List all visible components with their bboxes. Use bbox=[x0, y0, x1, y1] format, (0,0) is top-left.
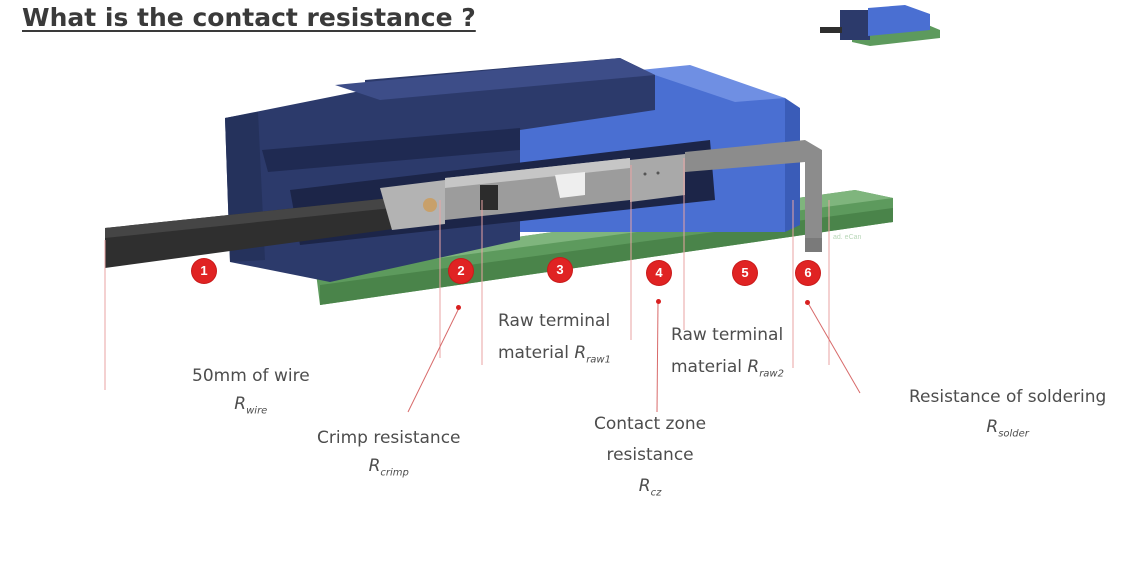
label-raw1: Raw terminal material Rraw1 bbox=[498, 311, 611, 366]
badge-5: 5 bbox=[733, 261, 757, 285]
badge-4: 4 bbox=[647, 261, 671, 285]
badge-1: 1 bbox=[192, 259, 216, 283]
leader-lines bbox=[104, 158, 861, 413]
watermark: ad. eCan bbox=[833, 234, 862, 241]
marker-dot-solder bbox=[805, 300, 810, 305]
marker-dot-cz bbox=[656, 299, 661, 304]
label-raw2: Raw terminal material Rraw2 bbox=[671, 325, 784, 380]
badge-2: 2 bbox=[449, 259, 473, 283]
label-crimp: Crimp resistance Rcrimp bbox=[317, 428, 461, 479]
page-title: What is the contact resistance ? bbox=[22, 3, 476, 32]
terminal bbox=[380, 140, 822, 252]
badge-6: 6 bbox=[796, 261, 820, 285]
marker-dot-crimp bbox=[456, 305, 461, 310]
label-contact-zone: Contact zone resistance Rcz bbox=[594, 414, 707, 499]
badge-3: 3 bbox=[548, 258, 572, 282]
thumbnail-connector bbox=[820, 5, 940, 46]
label-solder: Resistance of soldering Rsolder bbox=[909, 387, 1107, 440]
label-wire: 50mm of wire Rwire bbox=[192, 366, 310, 417]
wire bbox=[105, 198, 400, 268]
